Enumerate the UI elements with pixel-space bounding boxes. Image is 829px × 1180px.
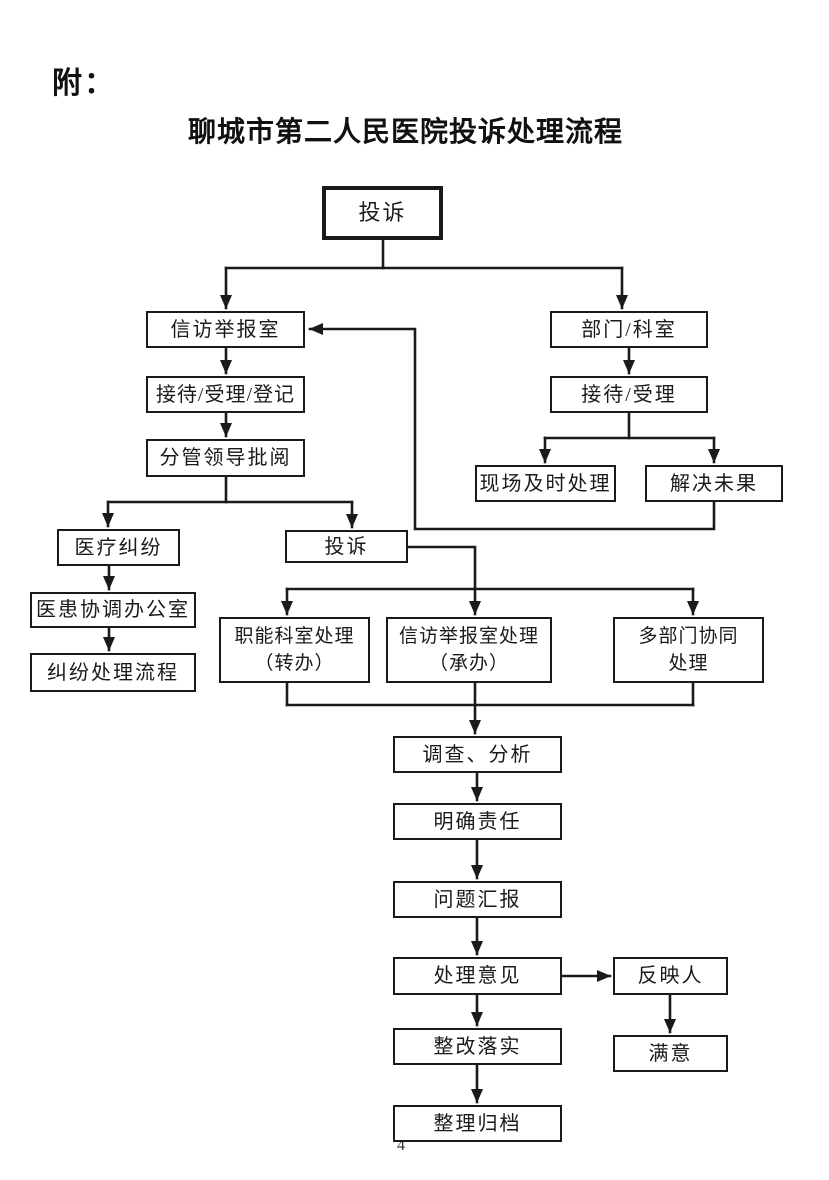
node-onsite-handling: 现场及时处理 bbox=[475, 465, 616, 502]
node-satisfied: 满意 bbox=[613, 1035, 728, 1072]
node-leader-review: 分管领导批阅 bbox=[146, 439, 305, 477]
page-title: 聊城市第二人民医院投诉处理流程 bbox=[187, 116, 623, 147]
node-label-line2: （转办） bbox=[254, 653, 335, 674]
attachment-label: 附： bbox=[52, 67, 116, 100]
node-unresolved: 解决未果 bbox=[645, 465, 783, 502]
node-label: 问题汇报 bbox=[433, 888, 522, 911]
node-label: 整理归档 bbox=[433, 1112, 522, 1135]
node-handling-opinion: 处理意见 bbox=[393, 957, 562, 995]
node-functional-dept: 职能科室处理 （转办） bbox=[219, 617, 370, 683]
node-archive: 整理归档 bbox=[393, 1105, 562, 1142]
node-label-line2: 处理 bbox=[668, 653, 709, 674]
node-rectification: 整改落实 bbox=[393, 1028, 562, 1065]
node-reception-register: 接待/受理/登记 bbox=[146, 376, 305, 413]
node-label: 明确责任 bbox=[433, 810, 522, 833]
edge-unresolved-feedback bbox=[308, 323, 716, 531]
node-multi-dept: 多部门协同 处理 bbox=[613, 617, 764, 683]
node-label-line1: 职能科室处理 bbox=[234, 626, 355, 647]
node-label: 医患协调办公室 bbox=[36, 599, 190, 621]
node-dept-reception: 接待/受理 bbox=[550, 376, 708, 413]
node-label: 投诉 bbox=[358, 199, 407, 225]
node-label-line1: 信访举报室处理 bbox=[398, 626, 539, 647]
node-label: 医疗纠纷 bbox=[74, 536, 163, 559]
node-label: 解决未果 bbox=[670, 472, 758, 495]
node-label: 纠纷处理流程 bbox=[47, 661, 179, 684]
node-label: 投诉 bbox=[324, 535, 369, 558]
node-label: 整改落实 bbox=[433, 1035, 522, 1058]
node-clarify-responsibility: 明确责任 bbox=[393, 803, 562, 840]
node-petition-office: 信访举报室 bbox=[146, 311, 305, 348]
node-label: 调查、分析 bbox=[422, 743, 533, 766]
edge-complaint-mid-stem bbox=[406, 545, 477, 591]
node-complaint-top: 投诉 bbox=[322, 186, 443, 240]
node-label: 满意 bbox=[648, 1042, 693, 1065]
node-label: 部门/科室 bbox=[581, 318, 677, 341]
page-number: 4 bbox=[397, 1137, 405, 1154]
node-label: 现场及时处理 bbox=[479, 472, 612, 495]
node-label: 接待/受理 bbox=[581, 383, 677, 406]
node-mediation-office: 医患协调办公室 bbox=[30, 592, 196, 628]
node-complaint-mid: 投诉 bbox=[285, 530, 408, 563]
node-dispute-process: 纠纷处理流程 bbox=[30, 653, 196, 692]
node-label-line1: 多部门协同 bbox=[638, 626, 739, 647]
node-respondent: 反映人 bbox=[613, 957, 728, 995]
node-medical-dispute: 医疗纠纷 bbox=[57, 529, 180, 566]
node-label: 处理意见 bbox=[433, 965, 522, 987]
node-label: 信访举报室 bbox=[170, 318, 281, 341]
node-label-line2: （承办） bbox=[428, 653, 509, 674]
node-label: 反映人 bbox=[637, 965, 704, 987]
node-investigate-analyze: 调查、分析 bbox=[393, 736, 562, 773]
node-dept-section: 部门/科室 bbox=[550, 311, 708, 348]
node-report-issue: 问题汇报 bbox=[393, 881, 562, 918]
node-label: 接待/受理/登记 bbox=[155, 383, 296, 406]
node-petition-handling: 信访举报室处理 （承办） bbox=[386, 617, 552, 683]
node-label: 分管领导批阅 bbox=[159, 447, 292, 469]
